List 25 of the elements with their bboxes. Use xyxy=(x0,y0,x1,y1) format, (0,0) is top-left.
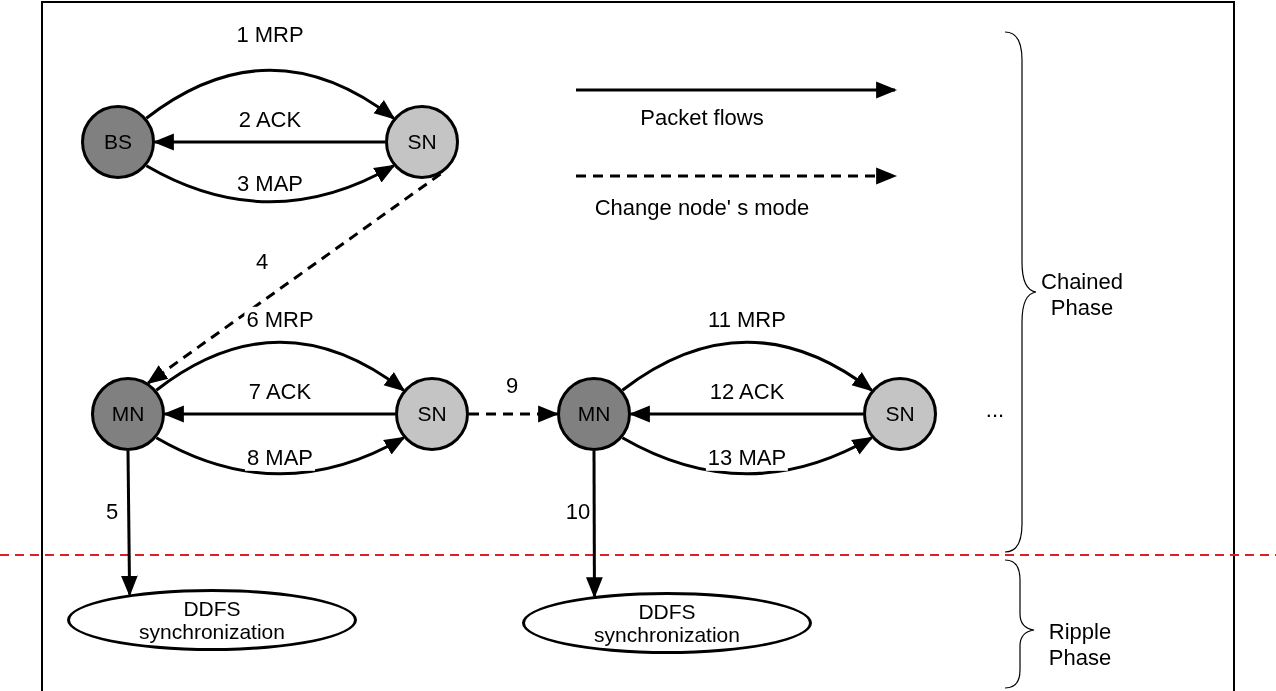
arrow xyxy=(145,164,396,204)
arrow xyxy=(155,436,406,476)
arrow xyxy=(146,172,442,385)
node-label: BS xyxy=(104,130,132,154)
node-label: DDFS synchronization xyxy=(138,596,286,644)
arrow xyxy=(586,451,603,599)
circle-node xyxy=(385,105,459,179)
phase-label: Chained Phase xyxy=(1040,268,1124,322)
legend-label: Change node' s mode xyxy=(593,194,811,222)
circle-node xyxy=(395,377,469,451)
ellipsis: ... xyxy=(985,396,1005,424)
node-label: SN xyxy=(417,402,447,426)
arrow xyxy=(121,451,138,597)
legend-label: Packet flows xyxy=(639,104,765,132)
node-label: MN xyxy=(111,402,145,426)
circle-node xyxy=(863,377,937,451)
arrow xyxy=(621,436,874,476)
node-label: MN xyxy=(577,402,611,426)
arrow xyxy=(155,340,406,392)
node-label: SN xyxy=(885,402,915,426)
phase-label: Ripple Phase xyxy=(1047,618,1113,672)
arrow xyxy=(145,68,396,120)
node-label: DDFS synchronization xyxy=(593,599,741,647)
node-label: SN xyxy=(407,130,437,154)
arrow xyxy=(621,340,874,392)
